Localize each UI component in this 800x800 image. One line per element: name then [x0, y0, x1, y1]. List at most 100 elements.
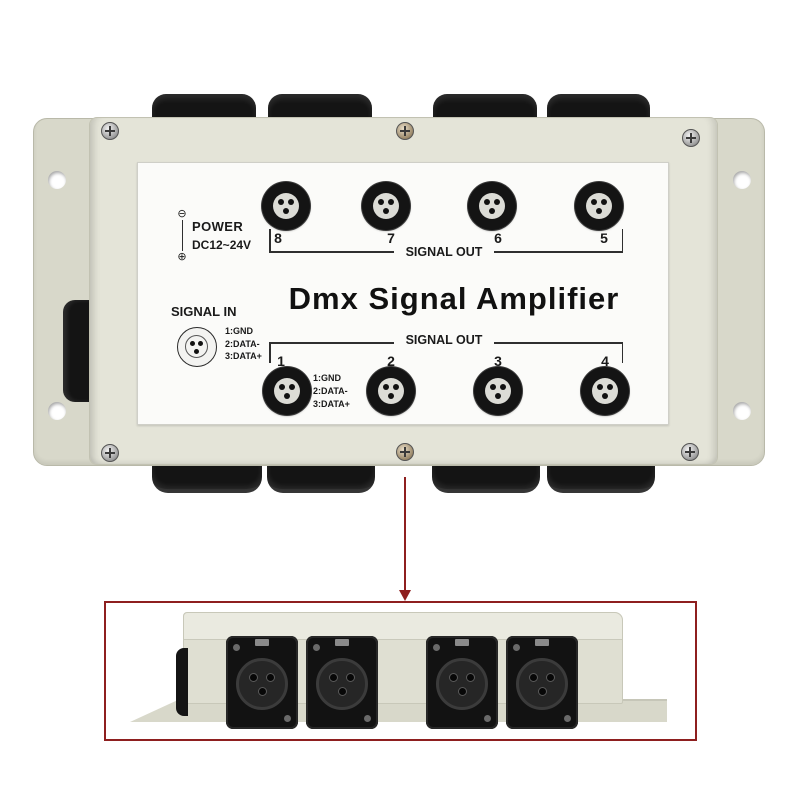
- latch-tab: [335, 639, 349, 646]
- pin-legend-line: 3:DATA+: [225, 351, 262, 361]
- power-polarity-line: [181, 220, 183, 251]
- xlr-female-connector-icon: [263, 367, 311, 415]
- pin-legend-line: 2:DATA-: [313, 386, 348, 396]
- pin-socket: [346, 673, 355, 682]
- signal-out-title: SIGNAL OUT: [394, 333, 494, 348]
- mount-screw-icon: [364, 715, 371, 722]
- pin-legend-line: 1:GND: [225, 326, 254, 336]
- mounting-hole: [733, 402, 751, 420]
- xlr-panel-connector: [226, 636, 298, 729]
- pin-socket: [198, 341, 203, 346]
- mount-screw-icon: [513, 644, 520, 651]
- signal-in-connector-icon: [177, 327, 217, 367]
- pin-legend-line: 2:DATA-: [225, 338, 260, 349]
- output-port-number: 5: [600, 230, 608, 246]
- pin-socket: [383, 208, 389, 214]
- pin-socket: [537, 687, 547, 696]
- connector-face: [592, 378, 618, 404]
- pointer-arrow: [404, 477, 406, 592]
- product-label: 8 7 6 5 SIGNAL OUT ⊖ ⊕ POWER DC12~24V Dm…: [137, 162, 669, 425]
- output-port-number: 3: [494, 353, 502, 369]
- pin-socket: [591, 199, 597, 205]
- xlr-female-connector-icon: [362, 182, 410, 230]
- connector-face: [485, 378, 511, 404]
- connector-face: [274, 378, 300, 404]
- connector-face: [273, 193, 299, 219]
- mount-screw-icon: [313, 644, 320, 651]
- side-round-connector: [176, 648, 188, 716]
- connector-face: [378, 378, 404, 404]
- xlr-panel-connector: [506, 636, 578, 729]
- pin-socket: [449, 673, 458, 682]
- pin-socket: [596, 208, 602, 214]
- signal-out-bracket: [269, 342, 271, 363]
- latch-tab: [255, 639, 269, 646]
- screw-icon: [101, 122, 119, 140]
- mount-screw-icon: [233, 644, 240, 651]
- latch-tab: [535, 639, 549, 646]
- pin-legend-line: 3:DATA+: [313, 399, 350, 409]
- output-port-number: 6: [494, 230, 502, 246]
- output-port-number: 2: [387, 353, 395, 369]
- signal-in-pin-legend: 1:GND 2:DATA- 3:DATA+: [225, 325, 262, 363]
- connector-face: [373, 193, 399, 219]
- power-voltage: DC12~24V: [192, 238, 252, 252]
- pin-legend-line: 1:GND: [313, 373, 342, 383]
- pin-socket: [283, 208, 289, 214]
- pin-socket: [337, 687, 347, 696]
- mount-screw-icon: [284, 715, 291, 722]
- pin-socket: [597, 384, 603, 390]
- pin-socket: [388, 199, 394, 205]
- xlr-socket-icon: [316, 658, 368, 710]
- output-port-number: 7: [387, 230, 395, 246]
- signal-out-bracket: [621, 229, 623, 252]
- mount-screw-icon: [564, 715, 571, 722]
- power-plus-icon: ⊕: [177, 250, 187, 263]
- latch-tab: [455, 639, 469, 646]
- pin-socket: [284, 393, 290, 399]
- connector-face: [586, 193, 612, 219]
- signal-out-bracket: [269, 229, 271, 252]
- signal-out-title: SIGNAL OUT: [394, 245, 494, 260]
- product-title: Dmx Signal Amplifier: [288, 281, 620, 316]
- screw-icon: [101, 444, 119, 462]
- pin-socket: [546, 673, 555, 682]
- pin-socket: [257, 687, 267, 696]
- pin-socket: [484, 199, 490, 205]
- pin-socket: [190, 341, 195, 346]
- xlr-female-connector-icon: [367, 367, 415, 415]
- pin-socket: [490, 384, 496, 390]
- screw-icon: [396, 122, 414, 140]
- power-title: POWER: [192, 219, 244, 234]
- enclosure-lid: [184, 613, 622, 640]
- connector-face: [479, 193, 505, 219]
- xlr-socket-icon: [516, 658, 568, 710]
- xlr-female-connector-icon: [468, 182, 516, 230]
- pin-socket: [288, 199, 294, 205]
- connector-face: [185, 335, 208, 358]
- signal-out-bracket: [621, 342, 623, 363]
- xlr-panel-connector: [306, 636, 378, 729]
- pin-socket: [529, 673, 538, 682]
- xlr-female-connector-icon: [474, 367, 522, 415]
- pin-socket: [266, 673, 275, 682]
- mount-screw-icon: [433, 644, 440, 651]
- pin-socket: [388, 393, 394, 399]
- signal-out-pin-legend: 1:GND 2:DATA- 3:DATA+: [313, 372, 350, 411]
- pin-socket: [489, 208, 495, 214]
- power-minus-icon: ⊖: [177, 207, 187, 220]
- output-port-number: 8: [274, 230, 282, 246]
- pin-socket: [500, 384, 506, 390]
- pin-socket: [279, 384, 285, 390]
- screw-icon: [682, 129, 700, 147]
- output-port-number: 4: [601, 353, 609, 369]
- signal-in-title: SIGNAL IN: [171, 304, 237, 319]
- pin-socket: [249, 673, 258, 682]
- pointer-arrowhead-icon: [399, 590, 411, 601]
- pin-socket: [494, 199, 500, 205]
- xlr-female-connector-icon: [575, 182, 623, 230]
- xlr-female-connector-icon: [262, 182, 310, 230]
- pin-socket: [329, 673, 338, 682]
- pin-socket: [194, 349, 199, 354]
